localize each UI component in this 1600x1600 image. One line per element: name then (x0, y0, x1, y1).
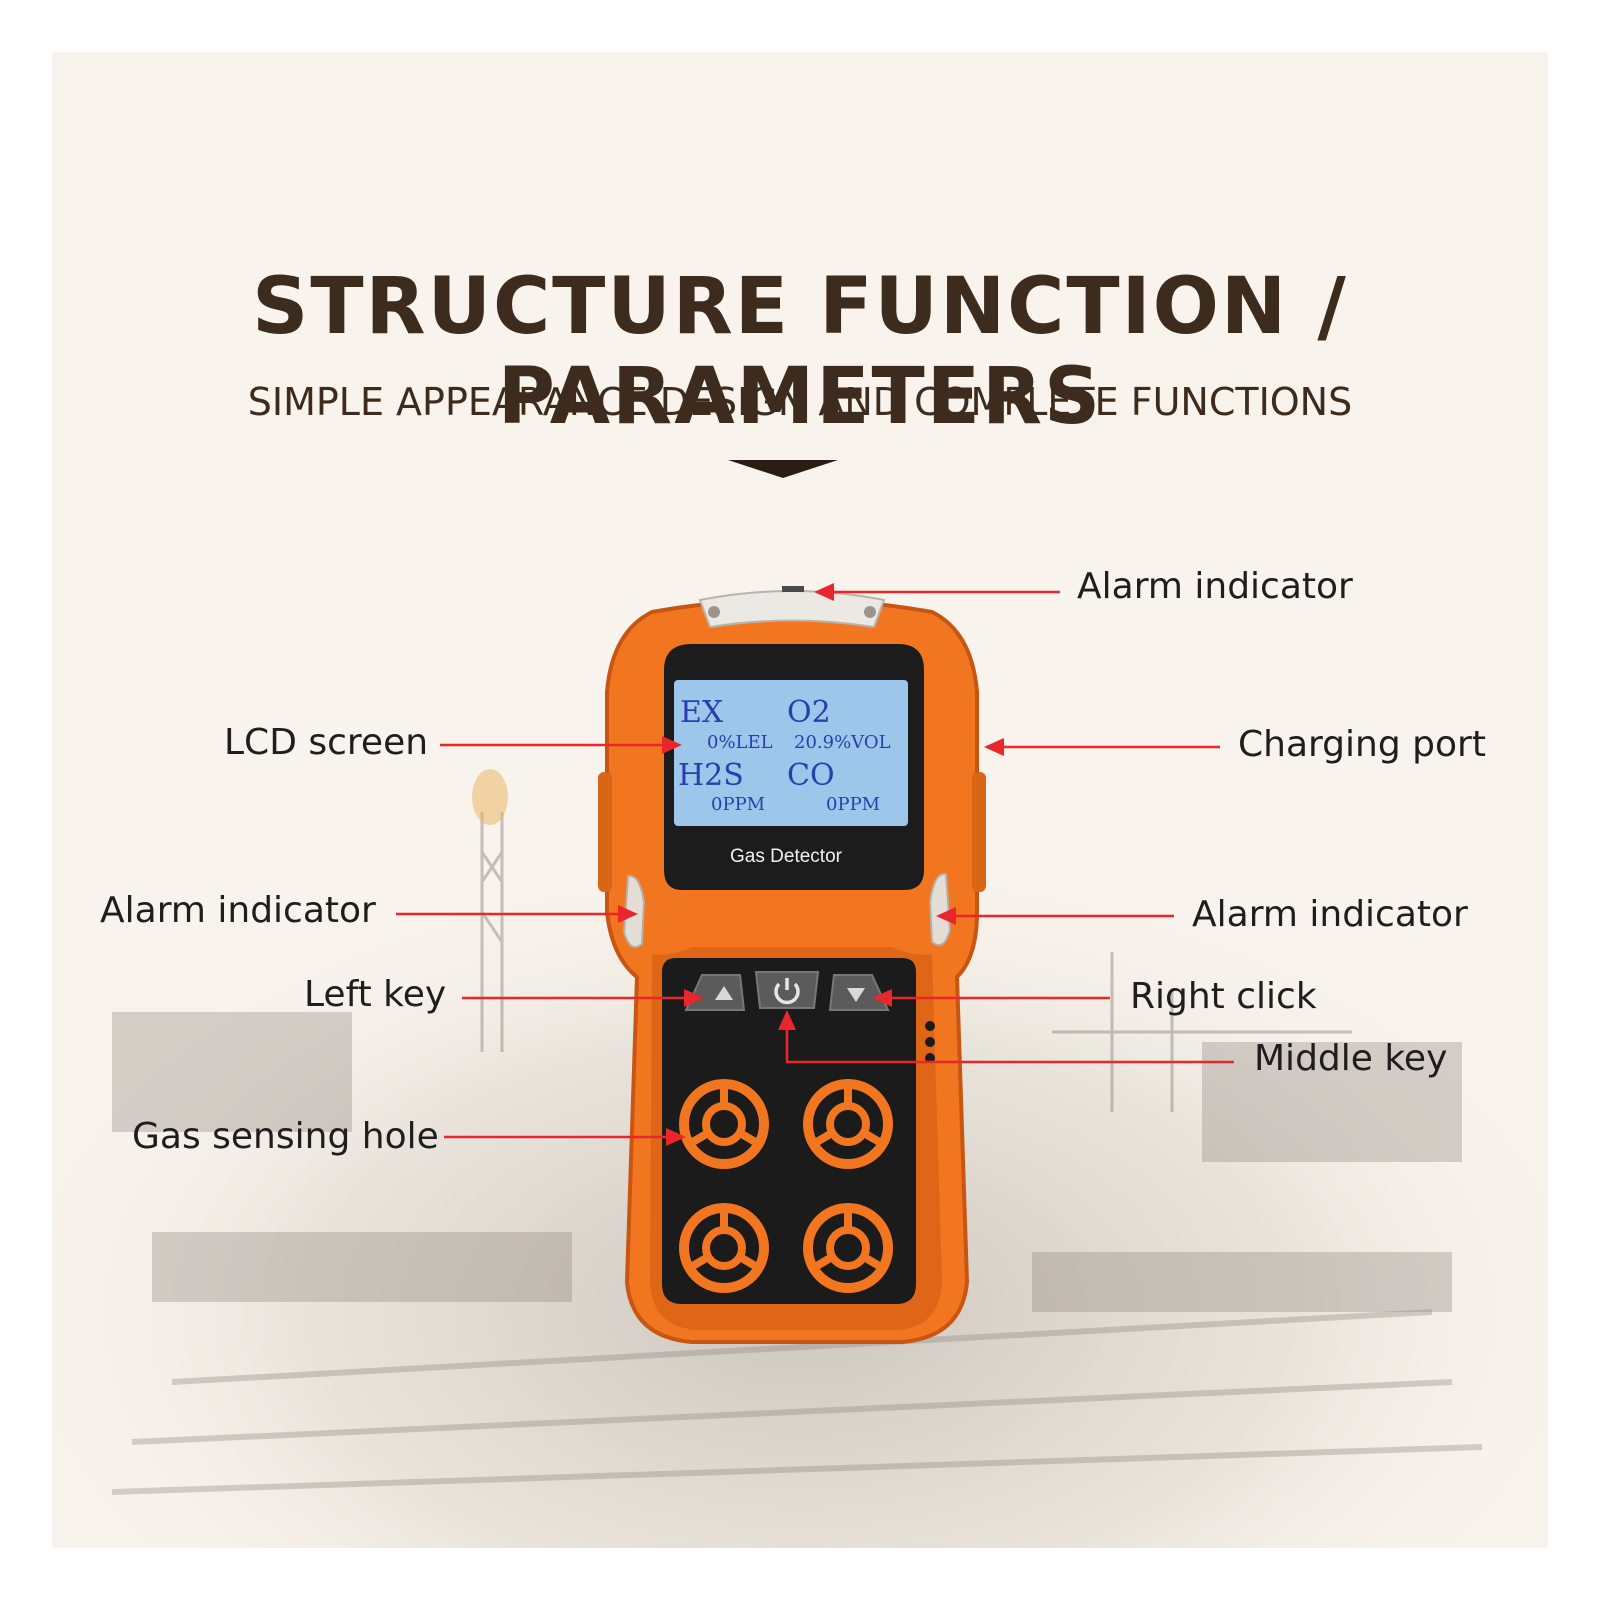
top-alarm-lens (698, 590, 886, 629)
lcd-h2s-value: 0PPM (711, 794, 765, 815)
callout-arrow-right-click (872, 989, 1110, 1007)
label-alarm-indicator-right: Alarm indicator (1192, 894, 1468, 935)
gas-sensing-hole (803, 1079, 893, 1169)
lcd-ex-label: EX (680, 695, 724, 730)
label-alarm-indicator-top: Alarm indicator (1077, 566, 1353, 607)
up-arrow-icon (715, 986, 733, 1000)
label-charging-port: Charging port (1238, 724, 1486, 765)
callout-arrow-lcd (440, 736, 682, 754)
lcd-o2-label: O2 (787, 695, 831, 730)
lcd-h2s-label: H2S (678, 758, 744, 793)
power-icon (774, 978, 800, 1005)
gas-sensing-hole (803, 1203, 893, 1293)
down-arrow-icon (847, 988, 865, 1002)
middle-key[interactable] (754, 971, 820, 1009)
label-middle-key: Middle key (1254, 1038, 1448, 1079)
callout-arrow-middle-key (778, 1010, 1234, 1064)
callout-arrow-left-key (462, 989, 704, 1007)
gas-sensing-hole (679, 1079, 769, 1169)
callout-arrow-alarm-top (814, 583, 1060, 601)
label-right-click: Right click (1130, 976, 1317, 1017)
device-brand-label: Gas Detector (730, 846, 843, 867)
lcd-co-label: CO (787, 758, 835, 793)
right-alarm-lens (928, 872, 952, 946)
lcd-ex-value: 0%LEL (707, 732, 773, 753)
page-title: STRUCTURE FUNCTION / PARAMETERS (252, 262, 1348, 442)
callout-arrow-charging (984, 738, 1220, 756)
label-left-key: Left key (304, 974, 447, 1015)
page-subtitle: SIMPLE APPEARANCE DESIGN AND COMPLETE FU… (247, 380, 1353, 424)
lcd-screen (674, 680, 908, 826)
callout-arrow-gas-hole (444, 1128, 686, 1146)
gas-detector-device: EX O2 0%LEL 20.9%VOL H2S CO 0PPM 0PPM Ga… (396, 460, 1234, 1344)
callout-arrow-alarm-left (396, 905, 638, 923)
label-lcd-screen: LCD screen (224, 722, 429, 763)
poster: STRUCTURE FUNCTION / PARAMETERS SIMPLE A… (52, 52, 1548, 1548)
down-chevron-icon (728, 460, 838, 478)
left-alarm-lens (622, 874, 646, 948)
lcd-co-value: 0PPM (826, 794, 880, 815)
gas-sensing-hole (679, 1203, 769, 1293)
label-gas-sensing-hole: Gas sensing hole (132, 1116, 439, 1157)
right-key[interactable] (828, 974, 890, 1011)
callout-arrow-alarm-right (936, 907, 1174, 925)
lcd-o2-value: 20.9%VOL (794, 732, 891, 753)
label-alarm-indicator-left: Alarm indicator (100, 890, 376, 931)
